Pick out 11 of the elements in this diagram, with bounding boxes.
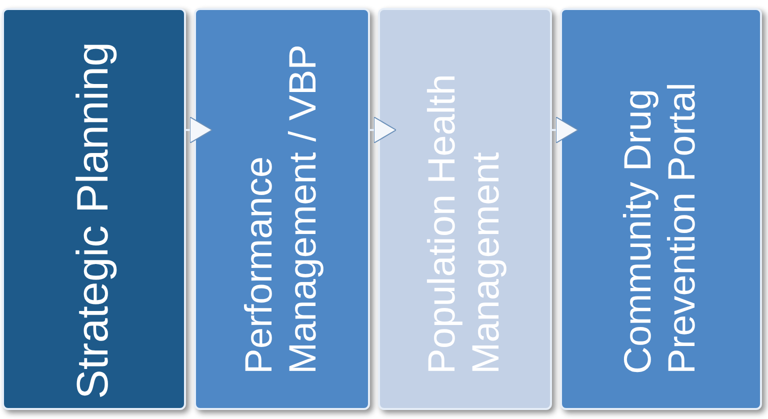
- panel-label: Population Health Management: [421, 73, 508, 374]
- process-panel: [560, 8, 762, 410]
- panel-label: Strategic Planning: [68, 40, 119, 399]
- arrow: [186, 116, 212, 144]
- process-panel: [378, 8, 552, 410]
- arrow: [552, 116, 578, 144]
- arrow: [370, 116, 396, 144]
- process-panel: [2, 8, 186, 410]
- process-panel: [194, 8, 370, 410]
- panel-label: Performance Management / VBP: [238, 44, 325, 374]
- panel-label: Community Drug Prevention Portal: [617, 82, 704, 374]
